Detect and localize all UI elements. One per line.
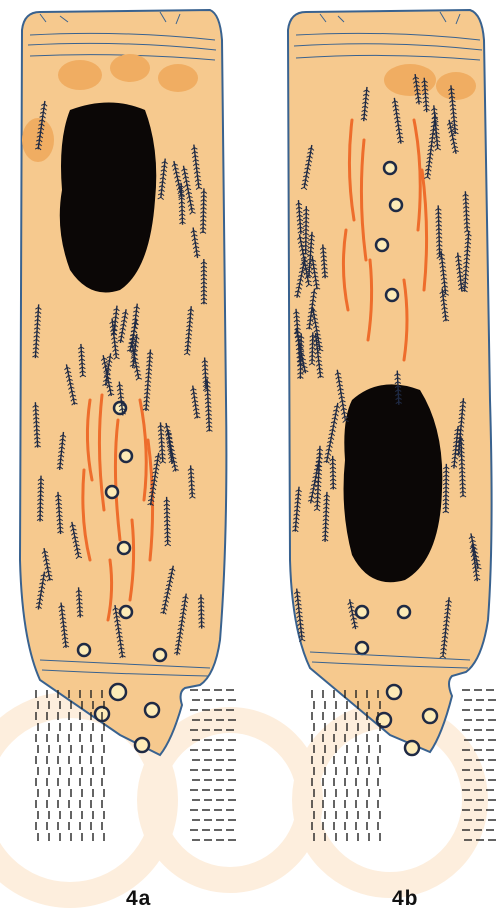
cell-4b-nucleus [344,384,443,582]
cell-4b-body [288,10,492,752]
cell-4b [288,10,492,755]
striation [330,456,337,490]
cell-4a [20,10,226,755]
panel-label-4b: 4b [392,887,419,911]
panel-label-4a: 4a [126,887,151,911]
